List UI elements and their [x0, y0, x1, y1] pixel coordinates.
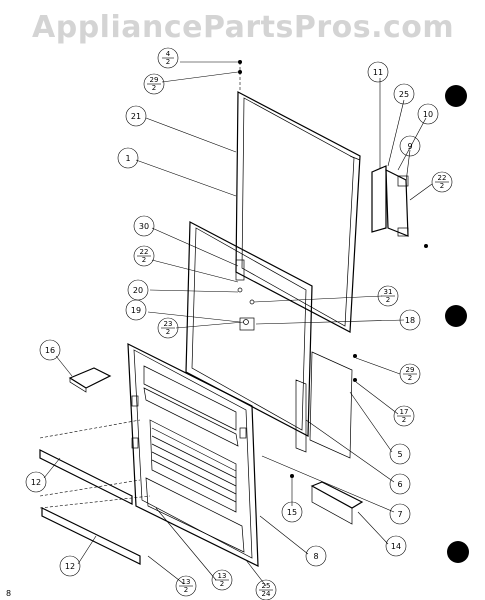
callout-18: 18 [405, 316, 415, 325]
svg-text:23: 23 [164, 320, 173, 328]
callout-circles [25, 47, 453, 600]
svg-text:2: 2 [166, 328, 170, 336]
fraction-13-2-left: 13 2 [179, 578, 193, 594]
svg-text:24: 24 [262, 590, 271, 598]
fraction-29-2-right: 29 2 [403, 366, 417, 382]
svg-text:13: 13 [218, 572, 227, 580]
hinge-bracket [371, 165, 409, 237]
fraction-22-2-left: 22 2 [137, 248, 151, 264]
svg-text:22: 22 [140, 248, 149, 256]
svg-text:29: 29 [406, 366, 415, 374]
svg-text:2: 2 [402, 416, 406, 424]
fraction-29-2-top: 29 2 [147, 76, 161, 92]
svg-text:2: 2 [440, 182, 444, 190]
callout-19: 19 [131, 306, 141, 315]
fraction-4-2: 4 2 [162, 50, 174, 66]
door-rail [295, 351, 353, 459]
callout-12-upper: 12 [31, 478, 41, 487]
callout-9: 9 [407, 142, 412, 151]
fraction-25-24: 25 24 [259, 582, 273, 598]
svg-text:2: 2 [408, 374, 412, 382]
watermark-text: AppliancePartsPros.com [32, 10, 455, 45]
svg-text:13: 13 [182, 578, 191, 586]
svg-text:4: 4 [166, 50, 171, 58]
svg-text:2: 2 [220, 580, 224, 588]
callout-7: 7 [397, 510, 402, 519]
fraction-13-2-right: 13 2 [215, 572, 229, 588]
outer-door-panel [235, 91, 361, 333]
callout-5: 5 [397, 450, 402, 459]
callout-14: 14 [391, 542, 401, 551]
svg-text:31: 31 [384, 288, 393, 296]
svg-text:2: 2 [184, 586, 188, 594]
inner-door-liner [127, 343, 259, 567]
door-trim-strips [39, 419, 151, 565]
door-handle [310, 481, 364, 525]
svg-text:17: 17 [400, 408, 409, 416]
callout-25: 25 [399, 90, 409, 99]
svg-text:25: 25 [262, 582, 271, 590]
page-mark: 8 [6, 589, 11, 598]
svg-text:2: 2 [142, 256, 146, 264]
registration-dot-top [445, 85, 467, 107]
hinge-hardware [235, 259, 255, 331]
callout-10: 10 [423, 110, 433, 119]
fraction-17-2: 17 2 [397, 408, 411, 424]
callout-30: 30 [139, 222, 149, 231]
callout-16: 16 [45, 346, 55, 355]
callout-12-lower: 12 [65, 562, 75, 571]
callout-6: 6 [397, 480, 402, 489]
fraction-31-2: 31 2 [381, 288, 395, 304]
callout-1: 1 [125, 154, 130, 163]
callout-8: 8 [313, 552, 318, 561]
svg-text:2: 2 [166, 58, 170, 66]
registration-dot-bottom [447, 541, 469, 563]
svg-text:29: 29 [150, 76, 159, 84]
svg-text:2: 2 [152, 84, 156, 92]
callout-20: 20 [133, 286, 143, 295]
callout-15: 15 [287, 508, 297, 517]
door-gasket [185, 221, 313, 437]
callout-21: 21 [131, 112, 141, 121]
leader-lines [43, 61, 433, 587]
svg-text:22: 22 [438, 174, 447, 182]
fraction-23-2: 23 2 [161, 320, 175, 336]
fraction-22-2-right: 22 2 [435, 174, 449, 190]
butter-compartment [68, 367, 112, 393]
svg-text:2: 2 [386, 296, 390, 304]
top-screws [238, 60, 428, 478]
registration-dot-middle [445, 305, 467, 327]
callout-11: 11 [373, 68, 383, 77]
